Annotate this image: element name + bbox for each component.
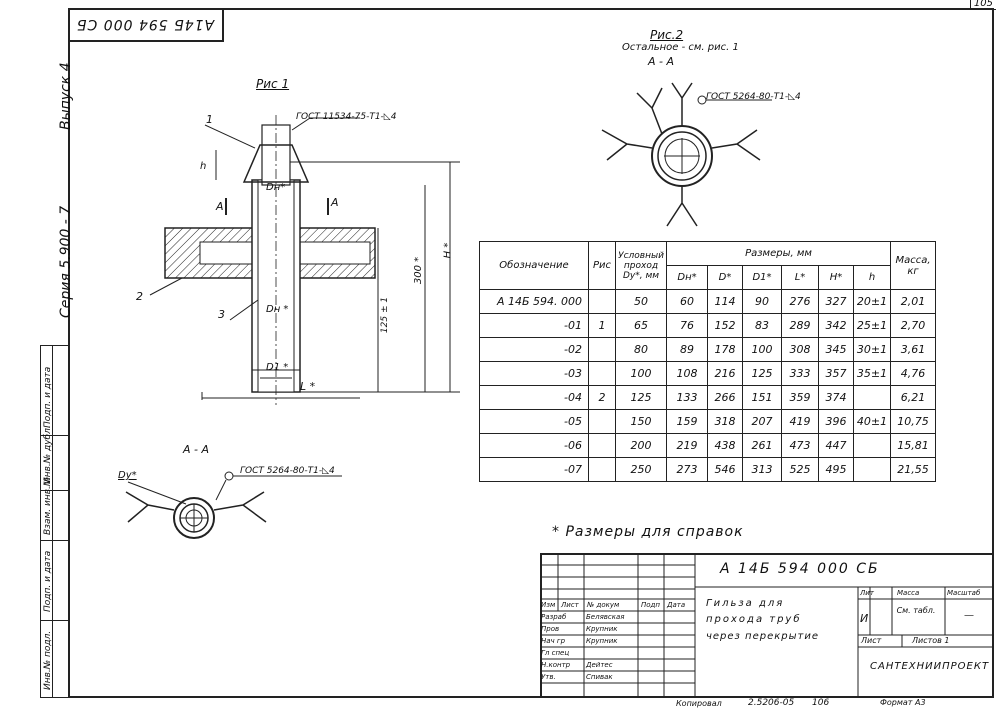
dim-125: 125 ± 1 [380, 296, 391, 334]
col-d1: D1* [742, 265, 782, 290]
dim-h: h [200, 161, 207, 172]
strip-podp-data-2: Подп. и дата [43, 366, 53, 428]
footer-copied: Копировал [676, 699, 722, 708]
tb-hdr-podp: Подп [641, 601, 660, 609]
dimensions-table: Обозначение Рис Условный проход Dу*, мм … [479, 241, 936, 482]
tb-role-2: Пров [541, 625, 560, 633]
tb-scale-value: — [964, 610, 974, 621]
dim-H: Н * [442, 242, 454, 259]
fig2-title: Рис.2 [650, 28, 684, 42]
col-designation: Обозначение [479, 241, 589, 290]
page-number: 105 [969, 0, 996, 10]
callout-3: 3 [218, 308, 225, 321]
section-mark-left: А [216, 200, 224, 213]
dim-d1: D1 * [266, 362, 289, 373]
section-aa-drawing [125, 471, 342, 539]
strip-vzam-inv: Взам. инв.№ [43, 476, 53, 535]
tb-name-6: Спивак [586, 673, 613, 681]
dim-d-star: Dн* [266, 182, 286, 193]
tb-hdr-izm: Изм [541, 601, 556, 609]
col-h: h [853, 265, 891, 290]
fig2-gost: ГОСТ 5264-80-Т1-◺4 [706, 92, 801, 102]
strip-inv-podl: Инв.№ подл. [43, 630, 53, 690]
tb-scale-label: Масштаб [947, 589, 981, 597]
fig2-section: А - А [648, 55, 675, 68]
fig1-gost: ГОСТ 11534-75-Т1-◺4 [296, 112, 397, 122]
section-aa-title: А - А [183, 443, 210, 456]
drawing-frame [68, 8, 994, 698]
strip-podp-data-1: Подп. и дата [43, 550, 53, 612]
series-label: Серия 5.900 - 7 [58, 205, 74, 318]
dim-300: 300 * [413, 256, 425, 285]
title-name-3: через перекрытие [706, 631, 820, 642]
tb-hdr-doc: № докум [587, 601, 620, 609]
tb-name-2: Крупник [586, 625, 618, 633]
tb-hdr-list: Лист [561, 601, 579, 609]
col-dn: Dн* [666, 265, 708, 290]
fig1-title: Рис 1 [256, 77, 290, 91]
tb-name-3: Крупник [586, 637, 618, 645]
tb-role-3: Нач гр [541, 637, 566, 645]
tb-role-1: Разраб [541, 613, 567, 621]
reference-note: * Размеры для справок [552, 524, 744, 540]
footer-format: Формат А3 [880, 698, 926, 707]
figure-2-drawing [601, 82, 772, 227]
dim-dn: Dн * [266, 304, 289, 315]
tb-role-4: Гл спец [541, 649, 570, 657]
callout-2: 2 [136, 290, 143, 303]
fig2-subtitle: Остальное - см. рис. 1 [622, 42, 739, 53]
title-block [540, 553, 994, 698]
dim-L: L * [300, 380, 316, 393]
left-stamp-strip [40, 345, 68, 698]
col-mass: Масса, кг [890, 241, 936, 290]
tb-mass-value: См. табл. [896, 606, 936, 615]
tb-name-5: Дейтес [586, 661, 613, 669]
col-sizes: Размеры, мм [666, 241, 891, 266]
col-d: D* [707, 265, 743, 290]
tb-name-1: Белявская [586, 613, 625, 621]
issue-label: Выпуск 4 [58, 62, 74, 130]
col-l: L* [781, 265, 819, 290]
tb-lit-label: Лит [860, 589, 874, 597]
title-block-grid [540, 553, 994, 698]
tb-mass-label: Масса [897, 589, 920, 597]
col-dy: Условный проход Dу*, мм [615, 241, 667, 290]
footer-num: 106 [812, 698, 830, 708]
tb-role-6: Утв. [541, 673, 556, 681]
tb-lit-value: И [860, 612, 869, 625]
col-fig: Рис [588, 241, 616, 290]
top-stamp: А14Б 594 000 СБ [68, 8, 224, 42]
col-hh: Н* [818, 265, 854, 290]
tb-sheet: Лист [861, 636, 882, 645]
section-mark-right: А [331, 196, 339, 209]
tb-org: САНТЕХНИИПРОЕКТ [870, 661, 990, 672]
footer-order: 2.5206-05 [748, 698, 795, 708]
title-name-1: Гильза для [706, 598, 785, 609]
tb-hdr-data: Дата [667, 601, 686, 609]
strip-inv-dubl: Инв.№ дубл. [43, 425, 53, 484]
section-aa-dy: Dу* [118, 470, 137, 481]
callout-1: 1 [206, 113, 213, 126]
tb-role-5: Н.контр [541, 661, 571, 669]
tb-sheets: Листов 1 [912, 636, 950, 645]
title-name-2: прохода труб [706, 614, 802, 625]
title-code: А 14Б 594 000 СБ [720, 561, 880, 577]
figure-1-drawing [149, 115, 460, 405]
section-aa-gost: ГОСТ 5264-80-Т1-◺4 [240, 466, 335, 476]
